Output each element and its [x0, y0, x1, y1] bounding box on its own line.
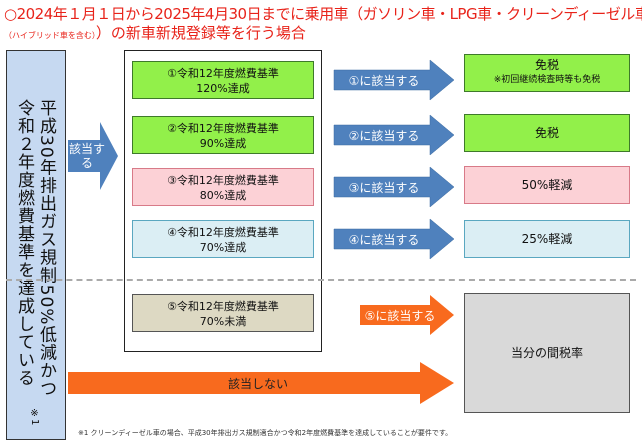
result-text: 50%軽減 [521, 177, 573, 192]
result-note: ※初回継続検査時等も免税 [493, 75, 601, 85]
arrow-3-label: ③に該当する [348, 180, 420, 195]
criterion-detail: 70%達成 [199, 241, 247, 254]
arrow-3-shape [333, 166, 455, 208]
criteria-frame [124, 50, 322, 352]
result-text: 免税 [534, 125, 559, 140]
condition-text: 平成30年排出ガス規制50%低減かつ令和２年度燃費基準を達成している [14, 99, 56, 398]
condition-box: 平成30年排出ガス規制50%低減かつ令和２年度燃費基準を達成している ※1 [6, 50, 66, 440]
divider-dashed [6, 279, 636, 281]
criterion-1: ①令和12年度燃費基準 120%達成 [132, 61, 314, 99]
criterion-4: ④令和12年度燃費基準 70%達成 [132, 220, 314, 258]
not-applies-label: 該当しない [227, 376, 288, 391]
arrow-1-label: ①に該当する [348, 73, 420, 88]
arrow-1-shape [333, 59, 455, 101]
criterion-label: ②令和12年度燃費基準 [167, 122, 279, 135]
result-1: 免税 ※初回継続検査時等も免税 [464, 54, 630, 92]
criterion-label: ③令和12年度燃費基準 [167, 174, 279, 187]
applies-arrow-shape [68, 122, 118, 190]
result-text: 当分の間税率 [510, 345, 583, 360]
criterion-2: ②令和12年度燃費基準 90%達成 [132, 116, 314, 154]
result-text: 免税 [534, 58, 559, 72]
criterion-detail: 90%達成 [199, 137, 247, 150]
title-line1: ○2024年１月１日から2025年4月30日までに乗用車（ガソリン車・LPG車・… [4, 5, 642, 23]
arrow-4-shape [333, 218, 455, 260]
title-line2: （ハイブリッド車を含む））の新車新規登録等を行う場合 [4, 22, 306, 43]
arrow-5-label: ⑤に該当する [364, 308, 436, 323]
result-2: 免税 [464, 114, 630, 152]
arrow-2-shape [333, 114, 455, 156]
criterion-label: ⑤令和12年度燃費基準 [167, 300, 279, 313]
title-main: ）の新車新規登録等を行う場合 [95, 24, 306, 42]
result-4: 25%軽減 [464, 220, 630, 258]
title-small: （ハイブリッド車を含む） [4, 31, 96, 40]
arrow-5-shape [360, 295, 454, 335]
criterion-detail: 120%達成 [196, 82, 250, 95]
criterion-label: ④令和12年度燃費基準 [167, 226, 279, 239]
footnote: ※1 クリーンディーゼル車の場合、平成30年排出ガス規制適合かつ令和2年度燃費基… [78, 429, 453, 437]
criterion-detail: 80%達成 [199, 189, 247, 202]
not-applies-arrow-shape [68, 362, 454, 404]
result-text: 25%軽減 [521, 231, 573, 246]
criterion-5: ⑤令和12年度燃費基準 70%未満 [132, 294, 314, 332]
result-3: 50%軽減 [464, 166, 630, 204]
criterion-3: ③令和12年度燃費基準 80%達成 [132, 168, 314, 206]
result-5: 当分の間税率 [464, 293, 630, 413]
criterion-label: ①令和12年度燃費基準 [167, 67, 279, 80]
criterion-detail: 70%未満 [199, 315, 247, 328]
condition-note: ※1 [29, 407, 40, 425]
arrow-2-label: ②に該当する [348, 128, 420, 143]
applies-arrow-label: 該当する [68, 142, 105, 170]
arrow-4-label: ④に該当する [348, 232, 420, 247]
